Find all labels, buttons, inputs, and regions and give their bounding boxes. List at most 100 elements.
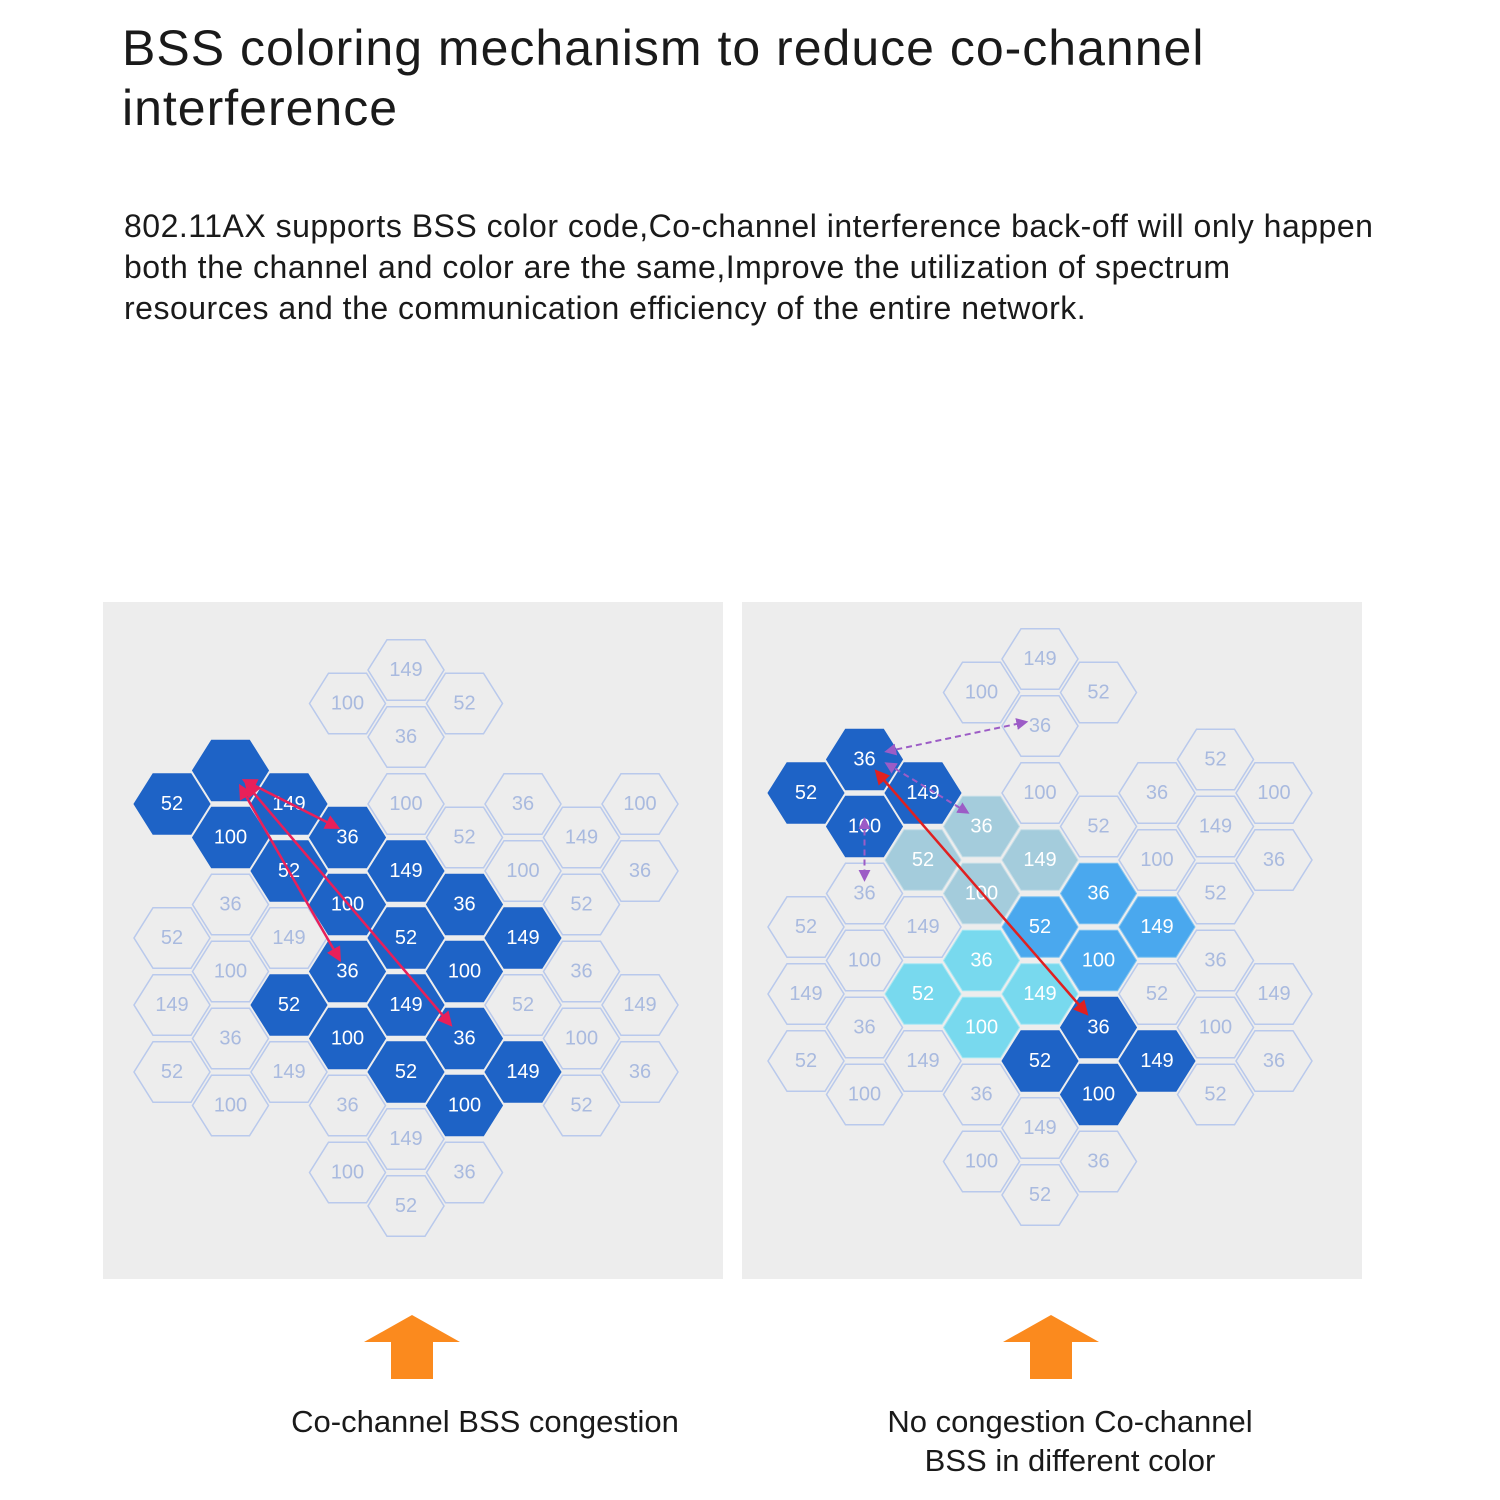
hex-shape [1118,761,1196,825]
hex-shape [1059,661,1138,724]
hex-shape [308,672,387,735]
hex-channel-label: 36 [1029,715,1051,737]
hex-shape [1118,962,1196,1026]
hex-cell: 100 [308,1141,387,1204]
hex-channel-label: 36 [1087,883,1109,905]
hex-cell: 149 [484,1041,562,1103]
hex-shape [367,1041,445,1103]
hex-shape [767,762,845,824]
hex-channel-label: 100 [214,1095,247,1117]
hex-channel-label: 36 [853,883,875,905]
hex-channel-label: 100 [214,827,247,849]
hex-shape [542,806,621,869]
hex-channel-label: 52 [795,782,817,804]
hex-cell: 149 [367,840,445,902]
hex-cell: 100 [1235,761,1313,825]
hex-channel-label: 149 [623,994,656,1016]
hex-cell: 100 [1118,828,1196,892]
hex-cell: 52 [1059,795,1138,858]
hex-cell: 149 [1001,1096,1079,1160]
hex-channel-label: 36 [1263,849,1285,871]
hex-cell: 149 [367,638,445,702]
hex-cell: 149 [1176,795,1255,858]
hex-shape [942,1063,1021,1126]
hex-cell: 52 [133,773,211,835]
hex-shape [367,1174,445,1238]
hex-cell: 36 [367,705,445,769]
hex-channel-label: 100 [214,961,247,983]
hex-channel-label: 52 [453,827,475,849]
hex-cell: 149 [1001,627,1079,691]
hex-channel-label: 100 [965,1017,998,1039]
hex-cell: 36 [1235,828,1313,892]
hex-channel-label: 52 [1087,816,1109,838]
hex-shape [1176,862,1255,925]
right-caption: No congestion Co-channel BSS in differen… [820,1402,1320,1480]
hex-shape [1001,627,1079,691]
hex-cell: 52 [425,806,504,869]
hex-cell: 52 [425,672,504,735]
hex-channel-label: 149 [1140,916,1173,938]
hex-channel-label: 100 [331,1162,364,1184]
hex-cell: 36 [601,839,679,903]
hex-channel-label: 36 [219,1028,241,1050]
hex-shape [1176,795,1255,858]
hex-cell: 52 [767,895,845,959]
hex-shape [601,973,679,1037]
hex-channel-label: 100 [965,682,998,704]
backoff-free-arrow [884,718,1029,756]
hex-channel-label: 36 [1204,950,1226,972]
hex-shape [367,1107,445,1171]
hex-channel-label: 52 [912,849,934,871]
hex-channel-label: 52 [1204,1084,1226,1106]
hex-shape [542,1074,621,1137]
hex-shape [367,638,445,702]
hex-shape [425,1074,504,1137]
hex-shape [308,1141,387,1204]
hex-shape [1059,1063,1138,1126]
hex-cell: 52 [1118,962,1196,1026]
hex-channel-label: 36 [1146,782,1168,804]
hex-cell: 100 [1059,929,1138,992]
hex-channel-label: 36 [336,1095,358,1117]
hex-shape [1176,728,1255,791]
hex-shape [884,1029,962,1093]
hex-cell: 52 [367,907,445,969]
hex-shape [191,1074,270,1137]
hex-cell: 100 [1001,761,1079,825]
hex-cell: 52 [1001,1163,1079,1227]
hex-shape [825,1063,904,1126]
hex-channel-label: 100 [848,1084,881,1106]
hex-shape [191,739,270,802]
hex-cell: 36 [1001,694,1079,758]
hex-channel-label: 52 [1029,916,1051,938]
hex-shape [133,1040,211,1104]
hex-shape [484,973,562,1037]
hex-cell: 52 [1176,728,1255,791]
hex-channel-label: 149 [1199,816,1232,838]
hex-shape [767,1029,845,1093]
hex-cell: 36 [542,940,621,1003]
hex-cell: 100 [1059,1063,1138,1126]
hex-cell: 149 [1118,896,1196,958]
hex-cell: 36 [425,1007,504,1070]
hex-cell: 36 [825,996,904,1059]
hex-channel-label: 149 [1023,983,1056,1005]
hex-cell: 100 [425,940,504,1003]
left-caption: Co-channel BSS congestion [291,1404,679,1439]
hex-shape [250,1040,328,1104]
hex-cell: 36 [308,806,387,869]
hex-shape [767,962,845,1026]
hex-cell: 100 [825,795,904,858]
hex-channel-label: 149 [389,860,422,882]
hex-cell: 149 [1118,1030,1196,1092]
hex-channel-label: 36 [453,1028,475,1050]
hex-shape [1001,1096,1079,1160]
hex-cell: 149 [1001,963,1079,1025]
hex-shape [942,1130,1021,1193]
hex-cell [191,739,270,802]
hex-cell: 52 [133,1040,211,1104]
hex-cell: 52 [542,1074,621,1137]
hex-cell: 52 [250,974,328,1036]
hex-shape [1059,1130,1138,1193]
